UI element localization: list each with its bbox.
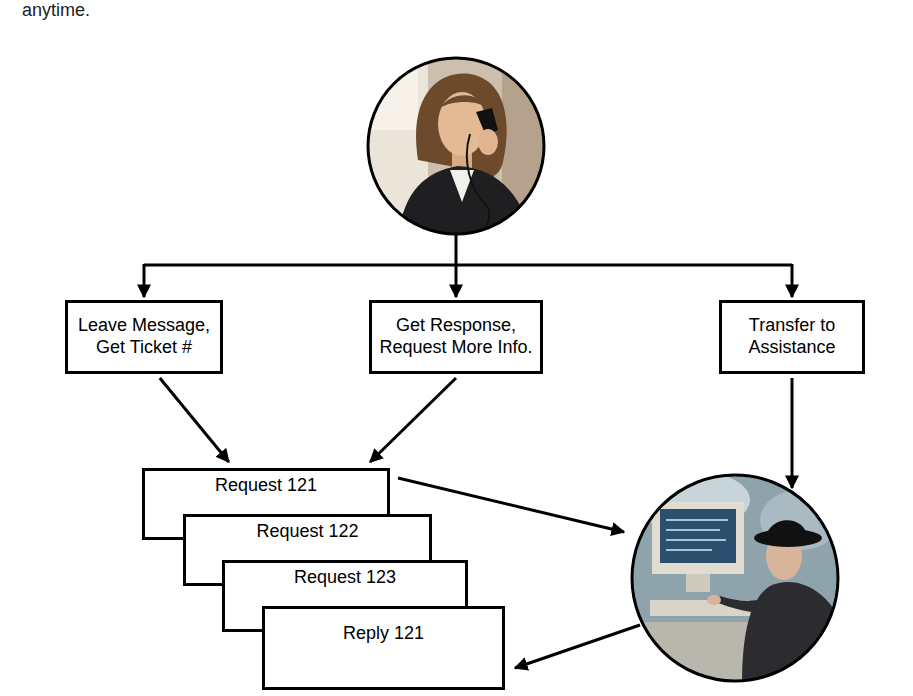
page-text: anytime.: [22, 0, 90, 22]
reply-card: Reply 121: [262, 606, 505, 690]
message-box: Get Response, Request More Info.: [369, 300, 543, 374]
branch-arrow: [791, 264, 794, 297]
branch-arrow: [143, 264, 146, 297]
branch-arrow: [455, 264, 458, 297]
flow-arrows: [144, 234, 792, 668]
box-text: Request 123: [294, 567, 396, 589]
box-text: Reply 121: [343, 623, 424, 645]
message-box: Leave Message, Get Ticket #: [65, 300, 223, 374]
agent-photo: [630, 470, 840, 684]
flow-arrow: [160, 378, 229, 462]
box-text: Transfer to Assistance: [726, 315, 858, 358]
box-text: Request 121: [215, 475, 317, 497]
box-text: Get Response, Request More Info.: [375, 315, 537, 358]
box-text: Request 122: [256, 521, 358, 543]
box-text: Leave Message, Get Ticket #: [72, 315, 216, 358]
trunk-line: [455, 234, 458, 265]
flow-arrow: [370, 378, 456, 462]
reply-arrow: [515, 625, 640, 668]
caller-photo: [366, 56, 548, 236]
message-box: Transfer to Assistance: [719, 300, 865, 374]
transfer-arrow: [791, 378, 794, 488]
branch-line: [144, 264, 792, 267]
photo-frame: [632, 475, 838, 681]
photo-frame: [368, 58, 544, 234]
